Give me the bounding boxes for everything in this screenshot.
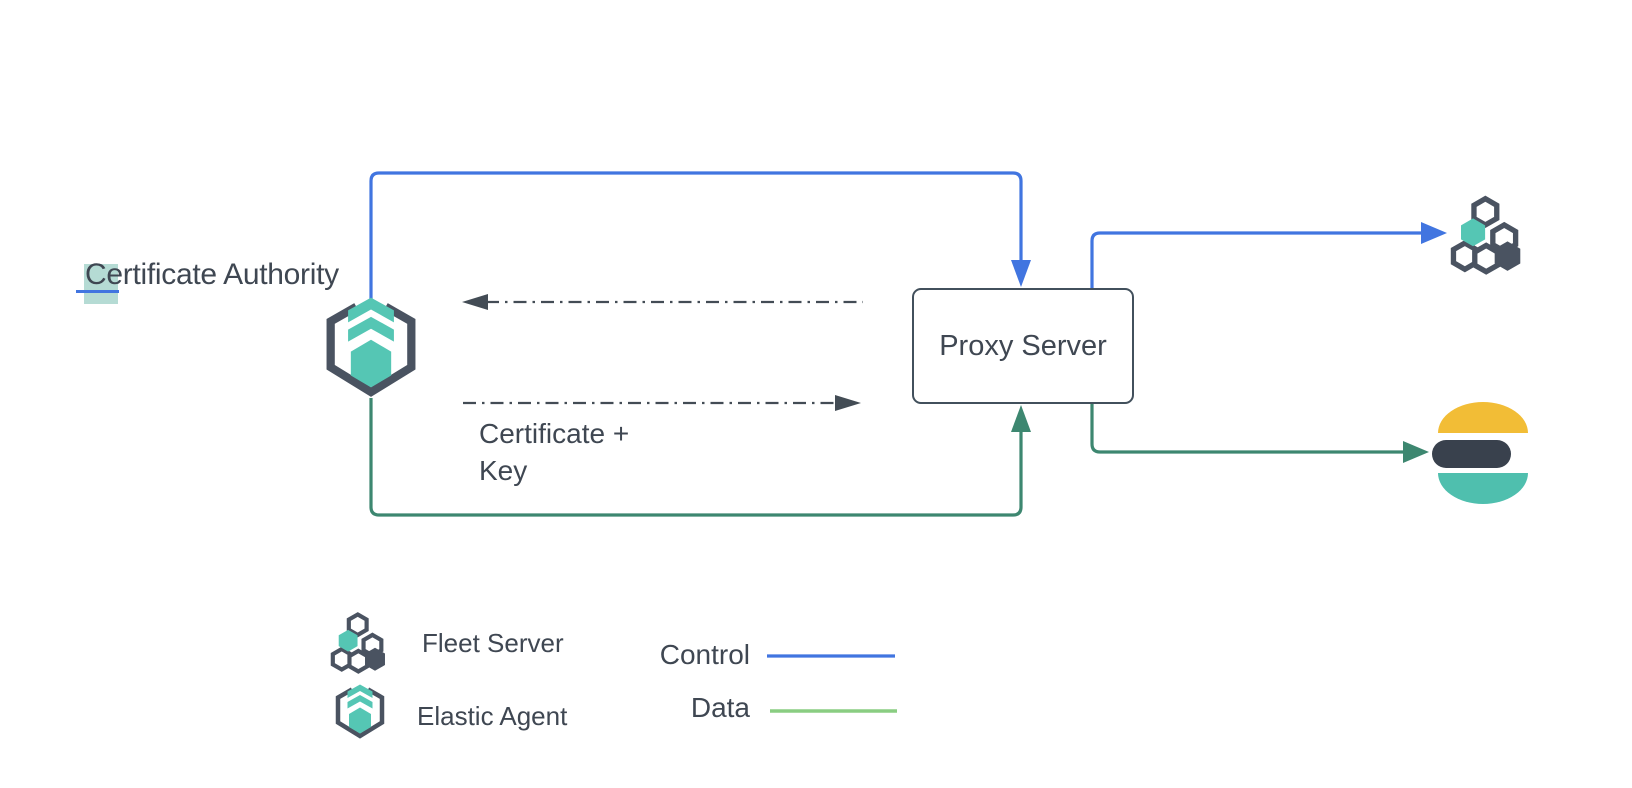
control-edge-proxy-to-fleet	[1090, 231, 1422, 288]
proxy-server-label: Proxy Server	[939, 329, 1107, 362]
legend-elastic-agent-icon	[335, 684, 385, 739]
data-edge-agent-to-proxy	[369, 398, 1023, 517]
text-edit-underline	[76, 290, 119, 293]
arrowhead-dashed-left	[462, 294, 488, 310]
legend-data-label: Data	[690, 692, 750, 723]
elasticsearch-icon	[1432, 402, 1528, 504]
legend-elastic-agent-label: Elastic Agent	[417, 701, 568, 731]
text-selection-highlight	[84, 264, 118, 304]
arrowhead-control-into-fleet	[1421, 222, 1447, 244]
elastic-agent-icon	[326, 297, 416, 397]
certificate-key-annotation: Certificate + Key	[479, 415, 629, 489]
arrowhead-control-into-proxy-top	[1011, 260, 1031, 287]
certificate-authority-selected-char: C	[85, 258, 107, 291]
fleet-server-icon	[1450, 195, 1521, 275]
proxy-server-node: Proxy Server	[912, 288, 1134, 404]
legend-fleet-server-icon	[330, 612, 385, 674]
certificate-authority-label[interactable]: Certificate Authority	[85, 258, 339, 292]
certificate-authority-label-rest: ertificate Authority	[106, 258, 339, 291]
arrowhead-dashed-right	[835, 395, 861, 411]
certificate-key-line1: Certificate +	[479, 418, 630, 449]
control-edge-agent-to-proxy	[369, 171, 1023, 301]
certificate-key-line2: Key	[479, 455, 528, 486]
legend-fleet-server-label: Fleet Server	[422, 628, 564, 658]
arrowhead-data-into-elasticsearch	[1403, 441, 1429, 463]
legend-control-label: Control	[659, 639, 750, 670]
arrowhead-data-into-proxy-bottom	[1011, 405, 1031, 432]
data-edge-proxy-to-elasticsearch	[1090, 404, 1404, 454]
